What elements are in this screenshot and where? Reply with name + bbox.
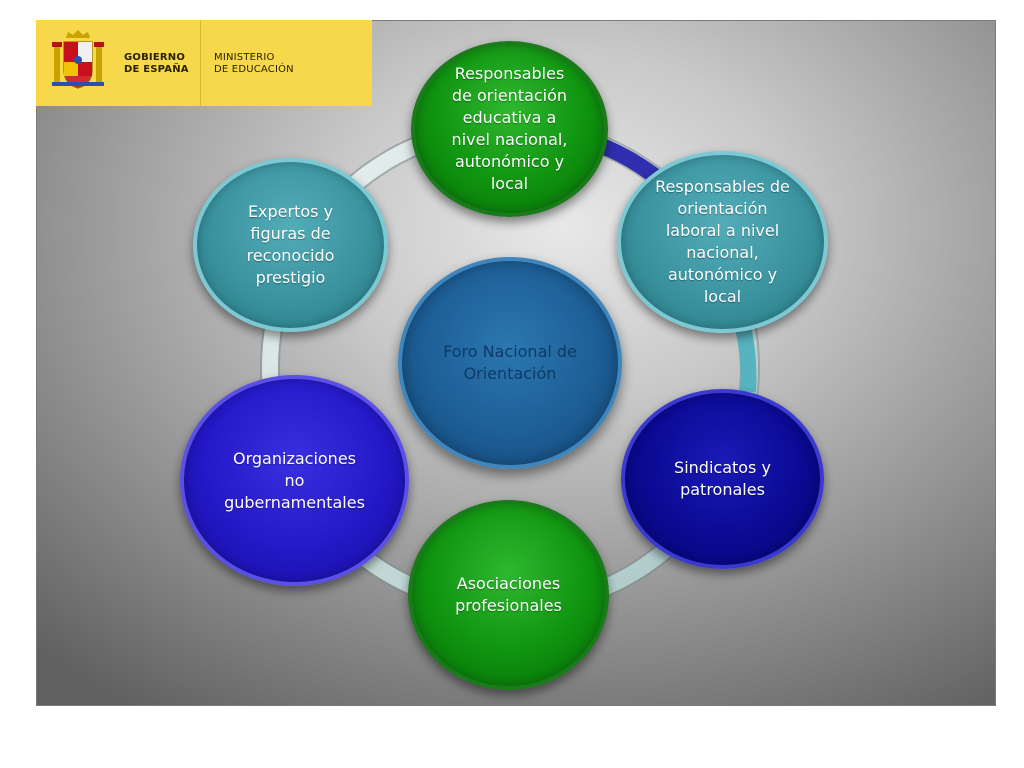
node-label: Expertos y figuras de reconocido prestig… bbox=[246, 202, 335, 287]
node-label: Responsables de orientación laboral a ni… bbox=[655, 177, 790, 306]
node-label: Responsables de orientación educativa a … bbox=[451, 64, 568, 193]
ministerio-line-2: DE EDUCACIÓN bbox=[214, 64, 294, 75]
node-asociaciones: Asociaciones profesionales bbox=[408, 500, 609, 690]
center-node-label: Foro Nacional de Orientación bbox=[443, 342, 577, 383]
node-responsables-educativa: Responsables de orientación educativa a … bbox=[411, 41, 608, 217]
coat-of-arms-of-spain-icon bbox=[52, 30, 104, 89]
gobierno-line-2: DE ESPAÑA bbox=[124, 64, 189, 75]
node-sindicatos: Sindicatos y patronales bbox=[621, 389, 824, 569]
node-label: Organizaciones no gubernamentales bbox=[224, 448, 365, 512]
node-label: Sindicatos y patronales bbox=[674, 458, 771, 499]
node-expertos: Expertos y figuras de reconocido prestig… bbox=[193, 158, 388, 332]
header-divider bbox=[200, 20, 201, 106]
node-organizaciones: Organizaciones no gubernamentales bbox=[180, 375, 409, 586]
node-responsables-laboral: Responsables de orientación laboral a ni… bbox=[617, 151, 828, 333]
center-node-foro: Foro Nacional de Orientación bbox=[398, 257, 622, 469]
gobierno-line-1: GOBIERNO bbox=[124, 52, 186, 63]
ministerio-line-1: MINISTERIO bbox=[214, 52, 275, 63]
government-header: GOBIERNO DE ESPAÑA MINISTERIO DE EDUCACI… bbox=[36, 20, 372, 106]
node-label: Asociaciones profesionales bbox=[455, 574, 562, 615]
